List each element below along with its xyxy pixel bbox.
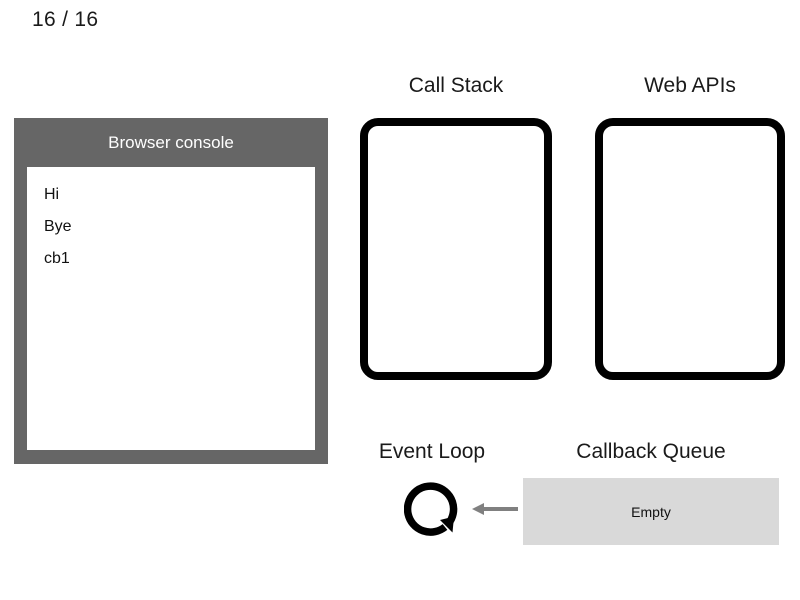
call-stack-box — [360, 118, 552, 380]
web-apis-box — [595, 118, 785, 380]
browser-console-output[interactable]: Hi Bye cb1 — [27, 167, 315, 450]
browser-console-panel: Browser console Hi Bye cb1 — [14, 118, 328, 464]
event-loop-title: Event Loop — [378, 440, 486, 463]
console-line-list: Hi Bye cb1 — [44, 179, 309, 275]
arrow-left-icon — [472, 503, 518, 515]
circular-arrow-icon — [404, 482, 458, 536]
slide-counter: 16 / 16 — [32, 8, 99, 31]
browser-console-title: Browser console — [108, 133, 234, 152]
console-line: Bye — [44, 218, 72, 235]
callback-queue-box: Empty — [523, 478, 779, 545]
call-stack-title: Call Stack — [408, 74, 504, 97]
callback-queue-title: Callback Queue — [576, 440, 726, 463]
web-apis-title: Web APIs — [644, 74, 736, 97]
console-line: Hi — [44, 186, 60, 203]
console-line: cb1 — [44, 250, 70, 267]
callback-queue-status: Empty — [631, 503, 671, 520]
